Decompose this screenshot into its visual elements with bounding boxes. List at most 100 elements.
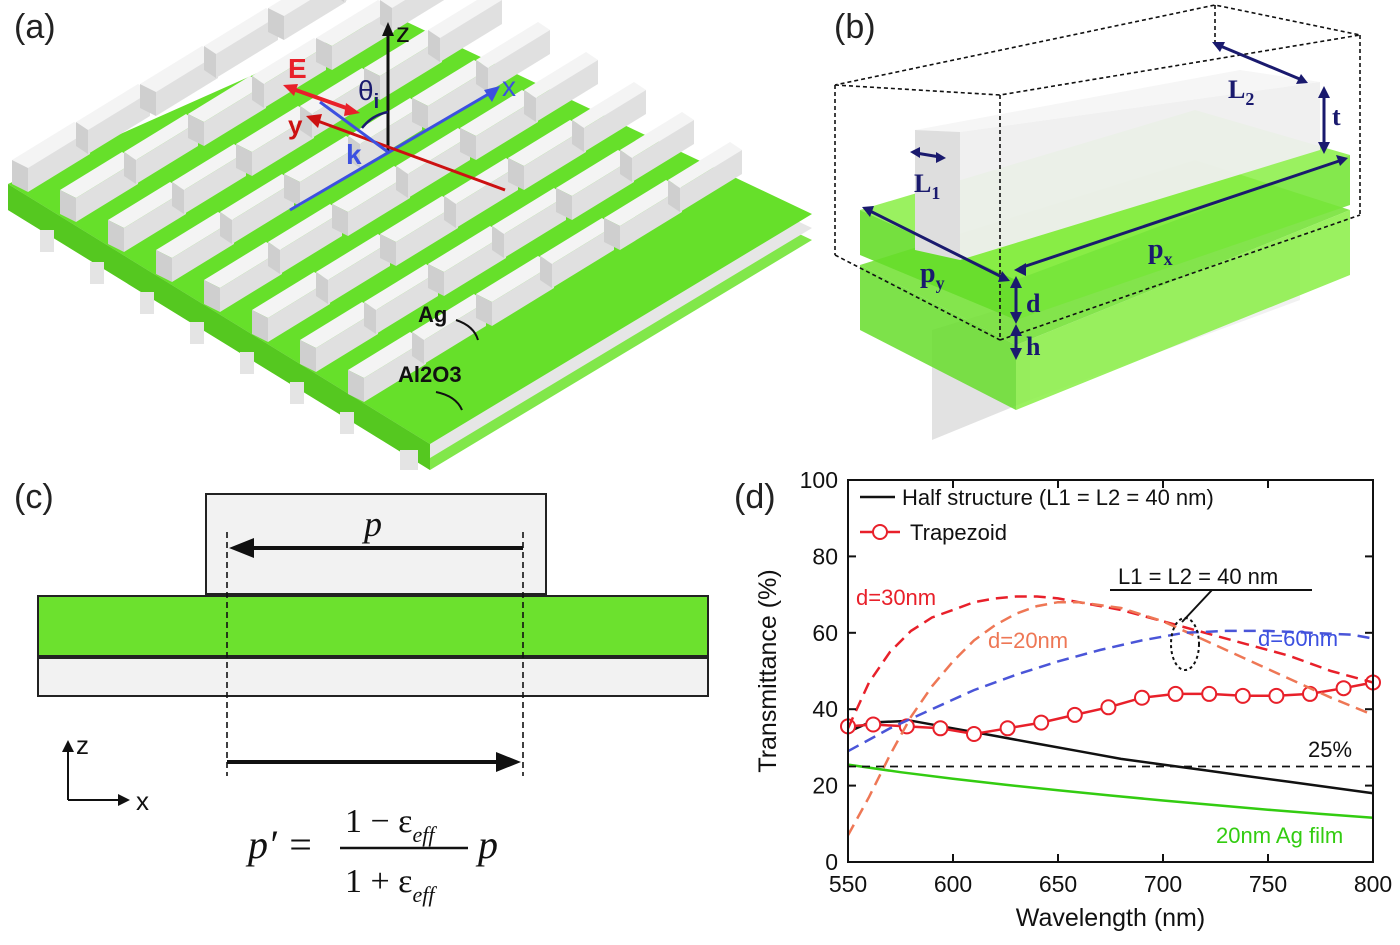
y-tick-label: 40 — [812, 696, 838, 722]
x-tick-label: 550 — [829, 871, 867, 897]
grating-bar-front — [668, 180, 680, 212]
legend-label-trapezoid: Trapezoid — [910, 520, 1007, 545]
grating-bar-front — [460, 128, 476, 160]
grating-bar-top — [316, 0, 394, 46]
grating-bar-side — [632, 120, 694, 182]
grating-bar-front — [188, 114, 204, 146]
L1-label: L1 — [914, 169, 940, 203]
grating-bar-side — [444, 234, 506, 296]
p-label: p — [361, 504, 382, 544]
grating-bar-top — [300, 68, 374, 114]
grating-bar-top — [268, 204, 342, 250]
c-x-label: x — [136, 786, 149, 816]
grating-bar-side — [88, 92, 150, 154]
grating-bar-front — [268, 242, 280, 274]
grating-bar-top — [524, 52, 598, 98]
grating-bar-front — [540, 256, 552, 288]
x-arrowhead — [484, 86, 500, 102]
grating-bar-side — [264, 46, 326, 108]
grating-bar-top — [220, 174, 294, 220]
y-tick-label: 60 — [812, 620, 838, 646]
grating-bar-side — [156, 54, 218, 116]
annot-L-eq-pointer — [1181, 589, 1213, 623]
upper-green-front — [860, 210, 1016, 320]
grating-bar-front — [332, 204, 348, 236]
grating-bar-front — [60, 190, 76, 222]
grating-bar-front — [316, 272, 328, 304]
grating-bar-side — [28, 130, 90, 192]
grating-bar-side — [204, 84, 266, 146]
grating-bar-front — [12, 160, 28, 192]
grating-bar-front — [300, 106, 312, 138]
grating-bar-side — [424, 302, 486, 364]
y-tick-label: 20 — [812, 773, 838, 799]
grating-bar-front — [236, 144, 252, 176]
panel-a-illustration: z x y E k θi Ag Al2O3 — [8, 0, 812, 470]
grating-bar-side — [136, 122, 198, 184]
annot-d30: d=30nm — [856, 585, 936, 610]
p-prime-arrowhead — [496, 752, 521, 772]
e-arrowhead — [283, 84, 298, 96]
p-arrowhead — [229, 538, 254, 558]
series-line — [846, 600, 1374, 836]
grating-bar-front — [220, 212, 232, 244]
L2-label: L2 — [1228, 75, 1254, 109]
grating-bar-top — [108, 182, 186, 228]
formula-rhs: p — [475, 822, 498, 867]
grating-bar-side — [392, 0, 445, 32]
k-label: k — [346, 139, 362, 170]
grating-bar-front — [492, 226, 504, 258]
x-tick-label: 600 — [934, 871, 972, 897]
grating-bar-top — [60, 152, 138, 198]
e-arrowhead-2 — [344, 103, 360, 116]
series-point — [1335, 680, 1352, 697]
grating-bar-top — [268, 0, 311, 16]
grating-bar-side — [348, 174, 410, 236]
grating-bar-side — [360, 106, 422, 168]
series-line — [847, 629, 1374, 753]
series-point — [932, 720, 949, 737]
y-axis-title: Transmittance (%) — [754, 569, 782, 772]
grating-bar-side — [252, 114, 314, 176]
ag-label: Ag — [418, 302, 447, 327]
grating-bar-top — [364, 264, 438, 310]
series-point — [1066, 706, 1083, 723]
grating-bar-side — [572, 158, 634, 220]
grating-bar-front — [284, 174, 300, 206]
x-axis — [289, 90, 493, 212]
x-axis-label: x — [502, 71, 516, 102]
grating-bar-front — [380, 0, 392, 32]
grating-bar-side — [476, 98, 538, 160]
annot-L-eq: L1 = L2 = 40 nm — [1118, 564, 1278, 589]
grating-bar-top — [236, 106, 314, 152]
grating-bar-top — [140, 46, 218, 92]
grating-bar-front — [252, 76, 264, 108]
grating-bar-front — [300, 340, 316, 372]
panel-label-b: (b) — [834, 8, 876, 46]
grating-bar-top — [556, 150, 634, 196]
grating-bar-front — [348, 136, 360, 168]
grating-bar-side — [332, 8, 394, 70]
grating-bar-top — [204, 8, 278, 54]
panel-b-unit-cell: L1 L2 t px py d h — [834, 4, 1361, 440]
x-tick-label: 650 — [1039, 871, 1077, 897]
grating-bar-top — [124, 114, 198, 160]
grating-bar-top — [252, 272, 330, 318]
series-point — [865, 716, 882, 733]
grating-bar-top — [572, 82, 646, 128]
z-arrowhead — [382, 22, 394, 36]
grating-bar-top — [668, 142, 742, 188]
grating-bar-front — [428, 30, 440, 62]
grating-bar-front — [364, 302, 376, 334]
grating-bar-front — [476, 60, 488, 92]
series-point — [1268, 687, 1285, 704]
grating-bar-side — [584, 90, 646, 152]
grating-bar-side — [524, 128, 586, 190]
top-ag-bar — [205, 493, 547, 595]
c-z-label: z — [76, 730, 89, 760]
grating-bar-top — [300, 302, 378, 348]
grating-bar-top — [396, 128, 470, 174]
grating-bar-side — [504, 196, 566, 258]
